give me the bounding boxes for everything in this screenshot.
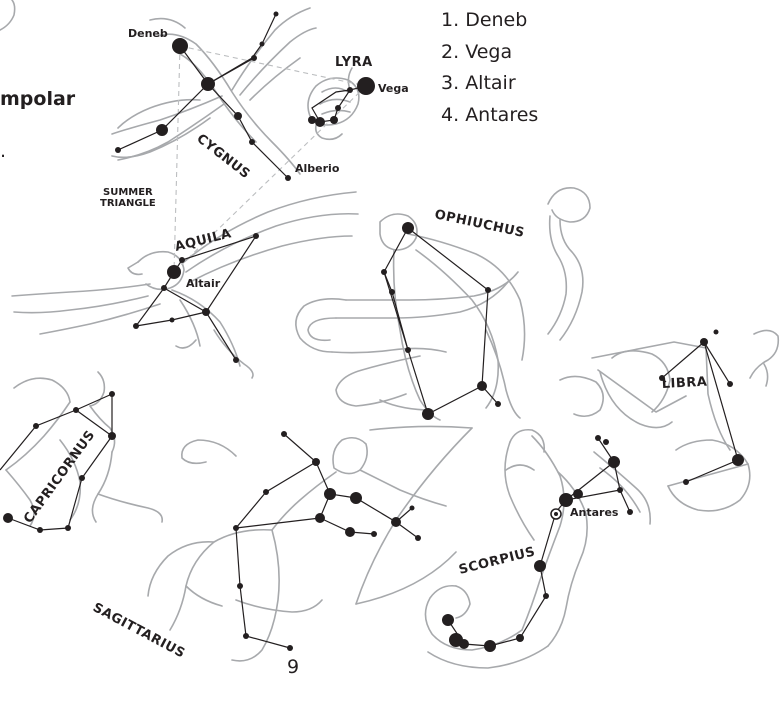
star-dot	[727, 381, 733, 387]
star-dot	[714, 330, 719, 335]
star-dot	[287, 645, 293, 651]
star-dot	[345, 527, 355, 537]
altair-star	[167, 265, 181, 279]
star-dot	[233, 357, 239, 363]
star-dot	[683, 479, 689, 485]
star-dot	[308, 116, 316, 124]
star-dot	[484, 640, 496, 652]
star-dot	[79, 475, 85, 481]
aquila-label: AQUILA	[173, 226, 233, 255]
star-dot	[234, 112, 242, 120]
libra-label: LIBRA	[661, 375, 707, 392]
star-dot	[115, 147, 121, 153]
star-dot	[233, 525, 239, 531]
star-dot	[330, 116, 338, 124]
star-dot	[559, 493, 573, 507]
summer-triangle-label-line1: SUMMER	[103, 187, 153, 198]
star-dot	[33, 423, 39, 429]
star-dot	[281, 431, 287, 437]
star-dot	[595, 435, 601, 441]
star-dot	[249, 139, 255, 145]
star-dot	[201, 77, 215, 91]
star-dot	[617, 487, 623, 493]
star-dot	[133, 323, 139, 329]
star-dot	[516, 634, 524, 642]
star-dot	[543, 593, 549, 599]
deneb-label: Deneb	[128, 27, 168, 40]
sagittarius-label: SAGITTARIUS	[90, 600, 187, 661]
star-dot	[389, 289, 395, 295]
sagittarius-lines	[236, 434, 418, 648]
antares-star-core	[554, 512, 558, 516]
star-dot	[263, 489, 269, 495]
star-dot	[700, 338, 708, 346]
summer-triangle-label-line2: TRIANGLE	[100, 198, 156, 209]
star-dot	[179, 257, 185, 263]
vega-star	[357, 77, 375, 95]
star-dot	[381, 269, 387, 275]
star-dot	[477, 381, 487, 391]
star-dot	[161, 285, 167, 291]
star-dot	[37, 527, 43, 533]
star-dot	[732, 454, 744, 466]
star-dot	[315, 513, 325, 523]
star-dot	[237, 583, 243, 589]
star-dot	[371, 531, 377, 537]
star-dot	[251, 55, 257, 61]
star-dot	[608, 456, 620, 468]
vega-label: Vega	[378, 82, 409, 95]
star-dot	[402, 222, 414, 234]
star-dot	[243, 633, 249, 639]
stars-layer	[3, 12, 744, 653]
aquila-figure	[12, 192, 358, 378]
lyra-label: LYRA	[335, 55, 373, 70]
star-dot	[3, 513, 13, 523]
alberio-label: Alberio	[295, 162, 340, 175]
star-dot	[422, 408, 434, 420]
star-dot	[573, 489, 583, 499]
star-dot	[485, 287, 491, 293]
sagittarius-figure	[148, 426, 472, 660]
star-dot	[350, 492, 362, 504]
star-dot	[495, 401, 501, 407]
star-dot	[534, 560, 546, 572]
star-dot	[312, 458, 320, 466]
star-dot	[109, 391, 115, 397]
ophiuchus-label: OPHIUCHUS	[433, 207, 526, 241]
star-dot	[603, 439, 609, 445]
star-dot	[108, 432, 116, 440]
star-dot	[627, 509, 633, 515]
deneb-star	[172, 38, 188, 54]
star-dot	[449, 633, 463, 647]
star-dot	[170, 318, 175, 323]
star-dot	[405, 347, 411, 353]
star-dot	[391, 517, 401, 527]
antares-label: Antares	[570, 506, 619, 519]
star-dot	[335, 105, 341, 111]
scorpius-label: SCORPIUS	[457, 544, 537, 577]
alberio-star	[285, 175, 291, 181]
cygnus-label: CYGNUS	[194, 131, 253, 182]
libra-lines	[662, 342, 738, 482]
partial-figure-outline	[0, 0, 15, 30]
star-dot	[410, 506, 415, 511]
star-dot	[415, 535, 421, 541]
star-dot	[315, 117, 325, 127]
star-dot	[324, 488, 336, 500]
altair-label: Altair	[186, 277, 221, 290]
star-dot	[202, 308, 210, 316]
libra-figure	[560, 330, 778, 510]
star-dot	[274, 12, 279, 17]
star-dot	[73, 407, 79, 413]
capricornus-label: CAPRICORNUS	[21, 428, 98, 527]
aquila-lines	[136, 236, 256, 360]
star-dot	[260, 42, 265, 47]
star-dot	[156, 124, 168, 136]
star-dot	[65, 525, 71, 531]
star-dot	[253, 233, 259, 239]
star-dot	[347, 87, 353, 93]
star-dot	[442, 614, 454, 626]
